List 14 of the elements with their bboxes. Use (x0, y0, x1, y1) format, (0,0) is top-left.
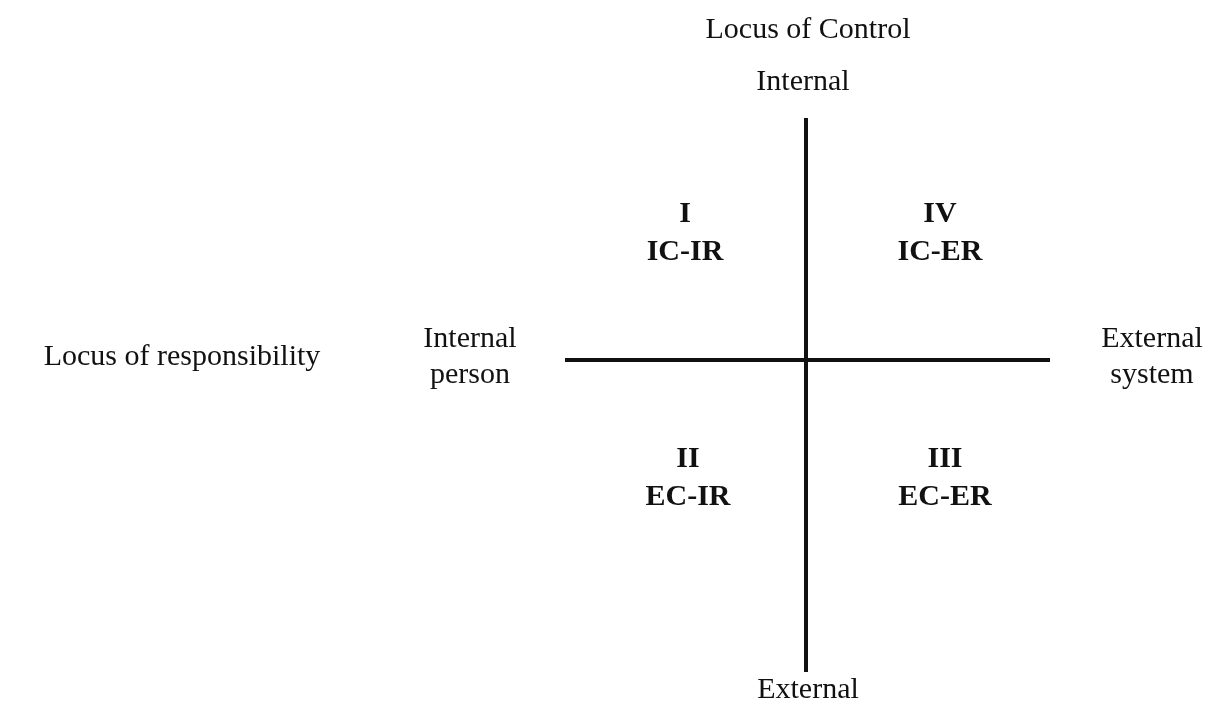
quadrant-code: EC-ER (898, 477, 992, 513)
quadrant-numeral: I (679, 194, 691, 230)
axis-end-label: Internal person (422, 319, 518, 391)
quadrant-numeral: III (927, 439, 963, 475)
quadrant-code: IC-ER (897, 232, 983, 268)
axis-title: Locus of Control (705, 10, 911, 46)
quadrant-numeral: IV (923, 194, 957, 230)
quadrant-code: EC-IR (645, 477, 731, 513)
axis-end-label: External system (1100, 319, 1204, 391)
quadrant-code: IC-IR (646, 232, 724, 268)
axis-end-label: Internal (756, 62, 850, 98)
axis-title: Locus of responsibility (43, 337, 321, 373)
axis-end-label: External (757, 670, 859, 706)
quadrant-numeral: II (676, 439, 700, 475)
